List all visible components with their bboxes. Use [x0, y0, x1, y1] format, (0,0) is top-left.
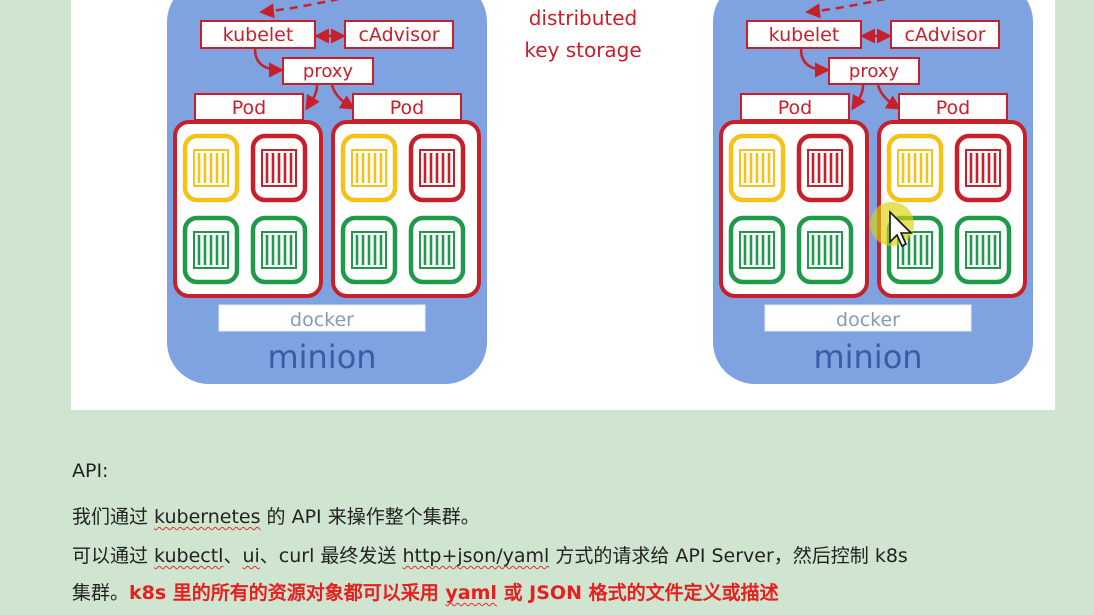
- line1-part-a: 我们通过: [72, 506, 155, 528]
- container-red: [796, 133, 854, 203]
- proxy-label: proxy: [303, 61, 354, 82]
- line2-part-a: 可以通过: [72, 545, 155, 567]
- pod-right: Pod: [331, 93, 481, 298]
- paragraph-line-1: 我们通过 kubernetes 的 API 来操作整个集群。: [72, 502, 480, 529]
- line3-red-part-d: 或 JSON 格式的文件定义或描述: [496, 582, 779, 604]
- api-heading: API:: [72, 460, 109, 482]
- line2-part-e: 、curl 最终发送: [259, 545, 403, 567]
- storage-label-line1: distributed: [529, 6, 638, 30]
- pod-label: Pod: [778, 97, 812, 119]
- docker-label: docker: [290, 309, 354, 331]
- line3-part-a: 集群。: [72, 582, 130, 604]
- dashed-link-arrow: [259, 0, 341, 19]
- line2-part-g: 方式的请求给 API Server，然后控制 k8s: [549, 545, 908, 567]
- paragraph-line-3: 集群。k8s 里的所有的资源对象都可以采用 yaml 或 JSON 格式的文件定…: [72, 578, 779, 605]
- proxy-label: proxy: [849, 61, 900, 82]
- pod-right: Pod: [877, 93, 1027, 298]
- line3-red-part-b: k8s 里的所有的资源对象都可以采用: [129, 582, 446, 604]
- line1-part-c: 的 API 来操作整个集群。: [260, 506, 480, 528]
- container-yellow: [340, 133, 398, 203]
- minion-label: minion: [267, 338, 376, 376]
- pod-label: Pod: [936, 97, 970, 119]
- dashed-link-arrow: [805, 0, 887, 19]
- line2-part-c: 、: [223, 545, 243, 567]
- docker-label: docker: [836, 309, 900, 331]
- container-green: [728, 215, 786, 285]
- container-red: [408, 133, 466, 203]
- proxy-box: [828, 57, 920, 85]
- pod-label-box: [352, 93, 462, 121]
- kubelet-label: kubelet: [769, 24, 840, 46]
- container-yellow: [728, 133, 786, 203]
- proxy-pod-arrow-right: [876, 84, 902, 110]
- line3-red-yaml: yaml: [445, 582, 497, 604]
- container-green: [182, 215, 240, 285]
- container-red: [954, 133, 1012, 203]
- pod-left: Pod: [173, 93, 323, 298]
- docker-box: [218, 304, 426, 332]
- container-red: [250, 133, 308, 203]
- cadvisor-box: [890, 20, 1000, 49]
- cadvisor-label: cAdvisor: [904, 24, 985, 46]
- storage-label-line2: key storage: [524, 38, 641, 62]
- minion-label: minion: [813, 338, 922, 376]
- container-green: [340, 215, 398, 285]
- kubelet-proxy-arrow: [253, 48, 284, 78]
- pod-label-box: [898, 93, 1008, 121]
- pod-left: Pod: [719, 93, 869, 298]
- line1-kubernetes: kubernetes: [154, 506, 261, 528]
- container-green: [796, 215, 854, 285]
- kubelet-label: kubelet: [223, 24, 294, 46]
- line2-http-json-yaml: http+json/yaml: [402, 545, 550, 567]
- line2-kubectl: kubectl: [154, 545, 224, 567]
- proxy-pod-arrow-left: [851, 84, 866, 111]
- container-green: [408, 215, 466, 285]
- docker-box: [764, 304, 972, 332]
- kubelet-proxy-arrow: [799, 48, 830, 78]
- paragraph-line-2: 可以通过 kubectl、ui、curl 最终发送 http+json/yaml…: [72, 541, 908, 568]
- pod-label-box: [740, 93, 850, 121]
- line2-ui: ui: [242, 545, 260, 567]
- container-green: [886, 215, 944, 285]
- kubelet-box: [746, 20, 862, 49]
- container-yellow: [182, 133, 240, 203]
- pod-label: Pod: [390, 97, 424, 119]
- container-green: [250, 215, 308, 285]
- cadvisor-label: cAdvisor: [358, 24, 439, 46]
- pod-label: Pod: [232, 97, 266, 119]
- proxy-pod-arrow-right: [330, 84, 356, 110]
- cadvisor-box: [344, 20, 454, 49]
- proxy-pod-arrow-left: [305, 84, 320, 111]
- container-yellow: [886, 133, 944, 203]
- container-green: [954, 215, 1012, 285]
